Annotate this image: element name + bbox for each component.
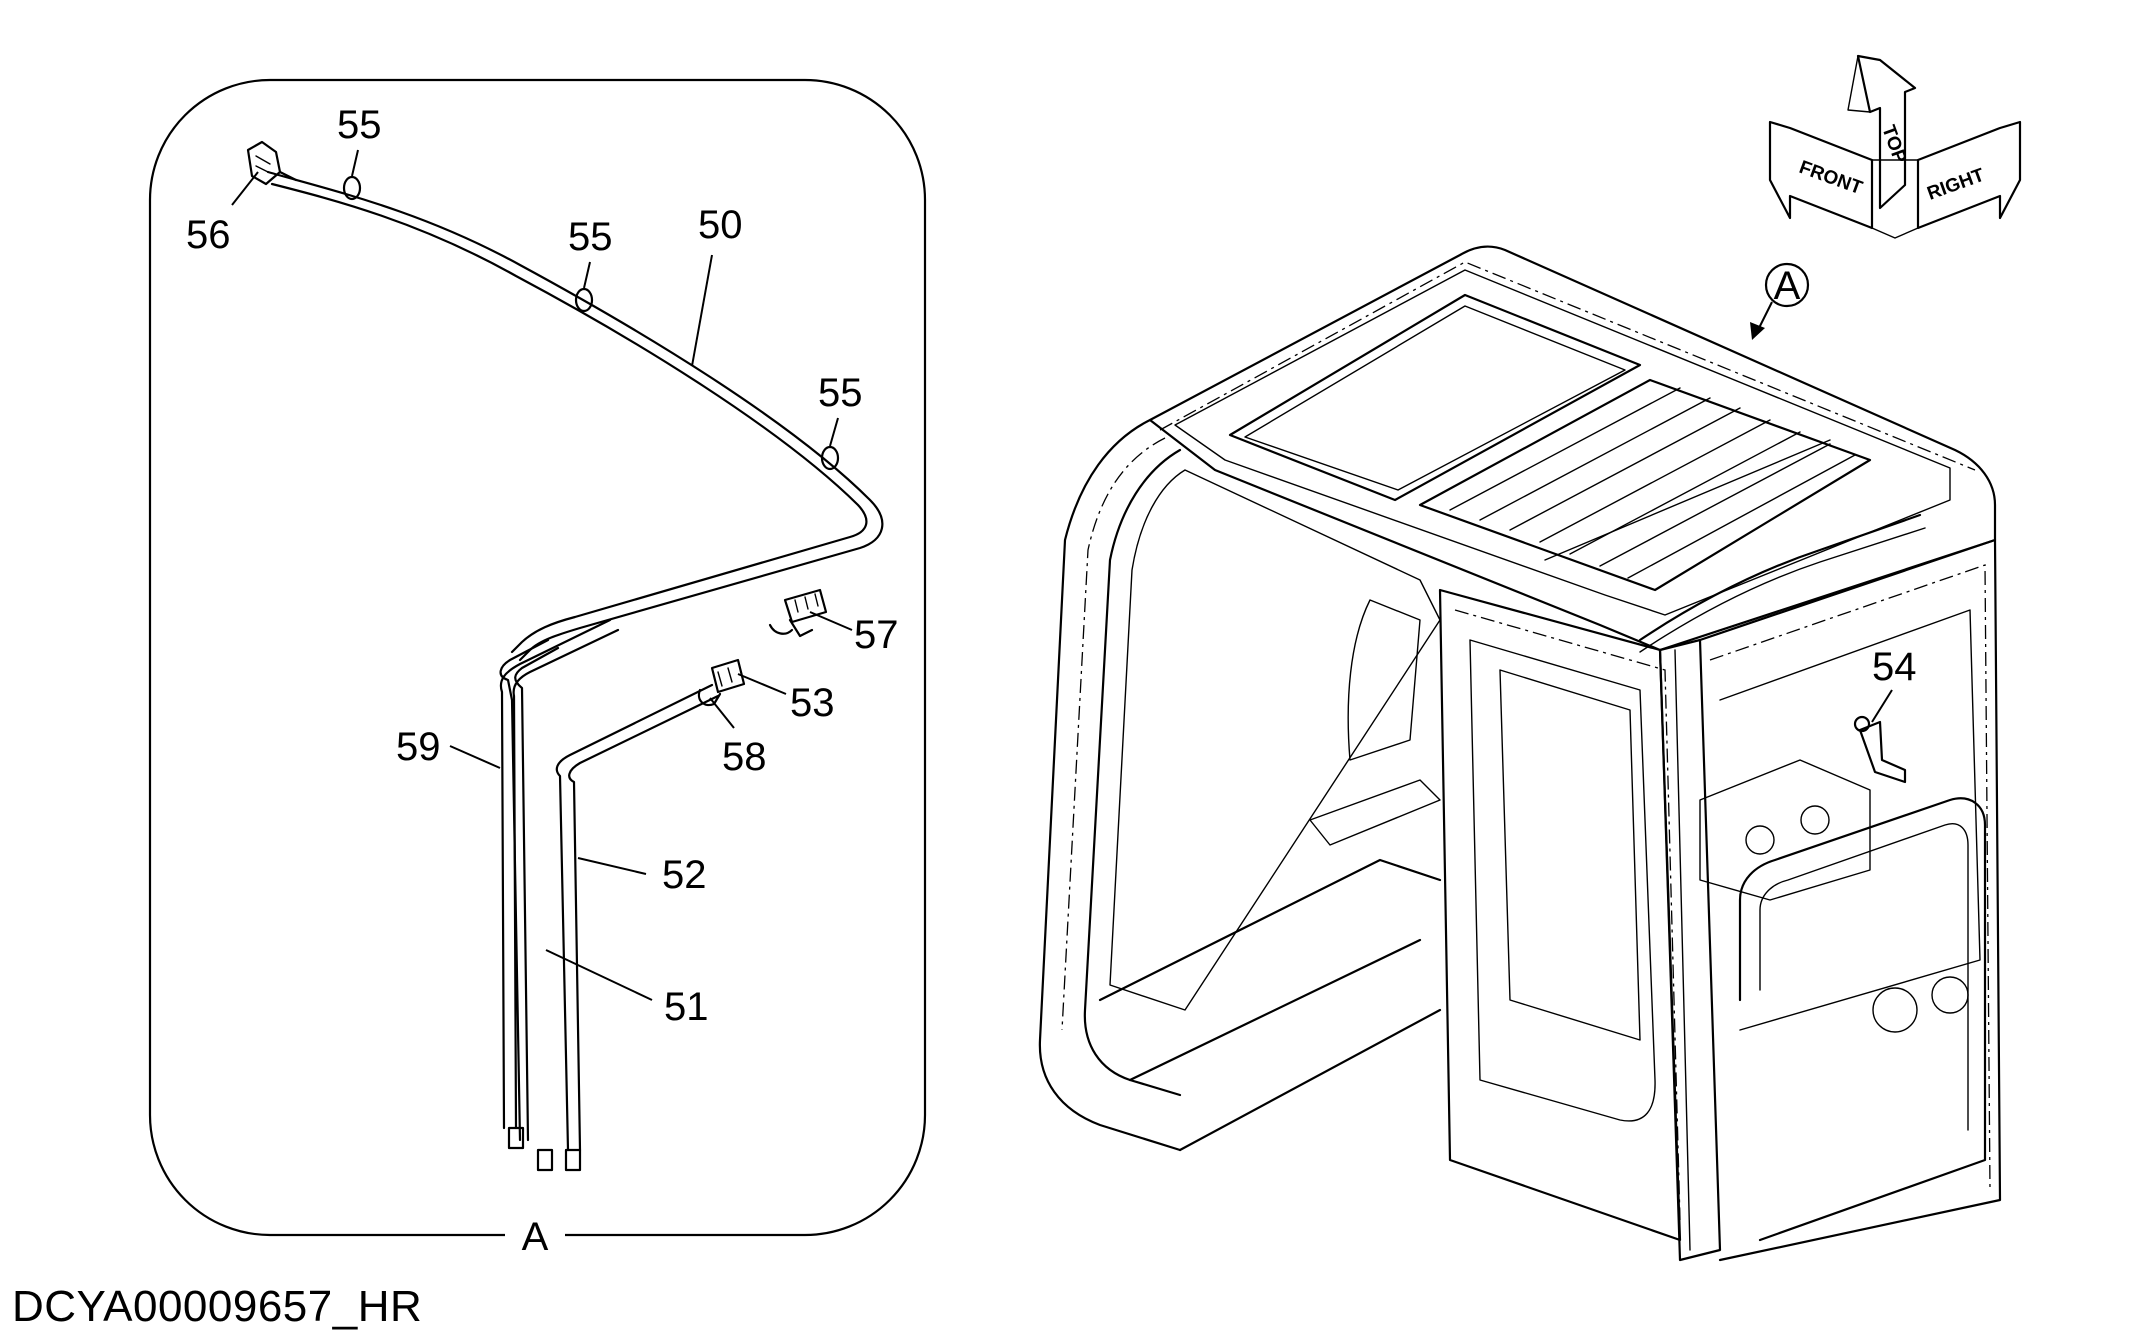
- connector-57: [768, 588, 828, 638]
- leader-55c: [829, 417, 839, 447]
- leader-58: [709, 697, 735, 729]
- callout-59: 59: [396, 725, 441, 769]
- figure-id: DCYA00009657_HR: [12, 1282, 423, 1331]
- view-ref-arrow: [1757, 301, 1773, 331]
- orientation-right-label: RIGHT: [1925, 165, 1988, 205]
- leader-55b: [583, 261, 591, 289]
- callout-56: 56: [186, 213, 231, 257]
- detail-frame: [148, 78, 927, 1237]
- callout-50: 50: [698, 203, 743, 247]
- cab-assembly-view: 54 A: [1038, 245, 2002, 1262]
- front-pillar-left: [1038, 418, 1182, 1152]
- terminal-end-2: [536, 1148, 554, 1172]
- callout-55-c: 55: [818, 371, 863, 415]
- rear-panel-hole-2: [1931, 976, 1969, 1014]
- rear-panel-hole-1: [1872, 987, 1918, 1033]
- leader-55a: [351, 149, 359, 177]
- leader-50: [691, 254, 713, 367]
- interior-bracket: [1699, 759, 1871, 901]
- rear-panel: [1738, 797, 1987, 1242]
- harness-52: [555, 683, 720, 1152]
- clamp-55-c: [820, 445, 840, 471]
- front-window: [1109, 469, 1441, 1011]
- clamp-55-b: [574, 287, 594, 313]
- harness-50: [266, 170, 884, 662]
- callout-54: 54: [1872, 645, 1917, 689]
- callout-55-b: 55: [568, 215, 613, 259]
- leader-59: [449, 745, 501, 769]
- orientation-indicator: TOP FRONT RIGHT: [1768, 54, 2022, 239]
- part-54-bracket: [1853, 715, 1907, 784]
- cab-floor-front: [1098, 858, 1442, 1152]
- callout-52: 52: [662, 853, 707, 897]
- connector-56: [246, 140, 298, 186]
- callout-53: 53: [790, 681, 835, 725]
- roof-harness-route: [1638, 513, 1922, 642]
- view-ref-label: A: [1774, 264, 1801, 308]
- view-ref-arrowhead: [1750, 322, 1765, 340]
- orientation-front-label: FRONT: [1796, 157, 1865, 199]
- clamp-55-a: [342, 175, 362, 201]
- detail-label-gap: [505, 1224, 565, 1244]
- orientation-top-arrow: [1856, 54, 1917, 210]
- connector-53: [710, 658, 746, 694]
- terminal-end-1: [507, 1126, 525, 1150]
- leader-56: [231, 171, 259, 206]
- leader-57: [809, 611, 853, 631]
- callout-55-a: 55: [337, 103, 382, 147]
- harness-51: [499, 638, 560, 1142]
- roof-skylight: [1228, 293, 1642, 502]
- roof-hatch: [1418, 378, 1872, 592]
- terminal-end-3: [564, 1148, 582, 1172]
- view-ref-circle: [1764, 262, 1810, 308]
- callout-51: 51: [664, 985, 709, 1029]
- right-side-frame: [1698, 538, 2002, 1262]
- detail-panel-a: A: [148, 78, 927, 1259]
- orientation-right-arrow: [1916, 120, 2022, 230]
- detail-view-label: A: [522, 1215, 549, 1259]
- orientation-front-arrow: [1768, 120, 1874, 230]
- harness-59: [499, 618, 620, 1130]
- leader-54: [1871, 689, 1893, 723]
- leader-52: [577, 857, 647, 875]
- cab-roof: [1148, 245, 1997, 652]
- callout-57: 57: [854, 613, 899, 657]
- rear-pillar: [1658, 638, 1722, 1262]
- leader-53: [737, 673, 787, 695]
- callout-58: 58: [722, 735, 767, 779]
- leader-51: [545, 949, 653, 1001]
